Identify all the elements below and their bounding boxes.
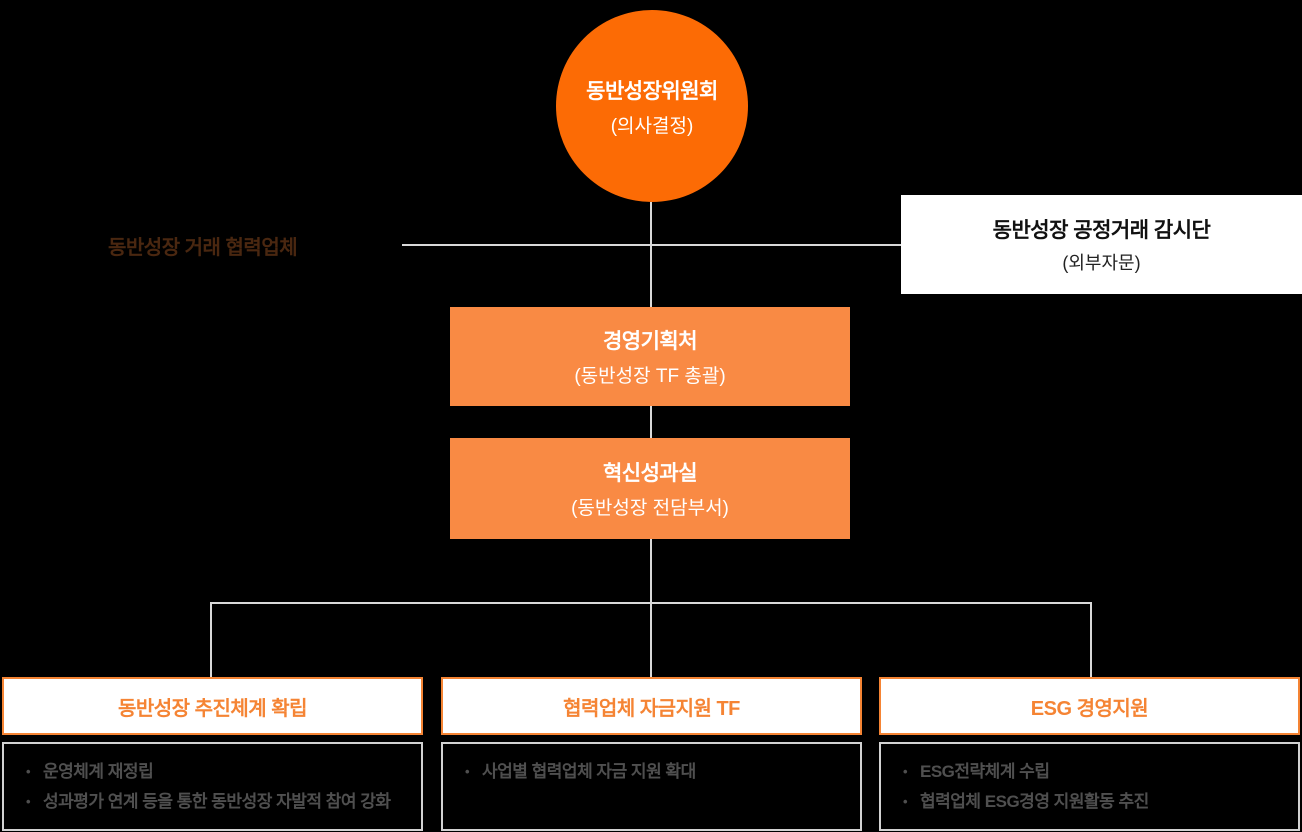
connector-box2-to-branches: [650, 539, 652, 677]
connector-branch-right-drop: [1090, 602, 1092, 677]
innovation-office-title: 혁신성과실: [602, 462, 698, 485]
branch-body-esg-support: ESG전략체계 수립 협력업체 ESG경영 지원활동 추진: [879, 742, 1300, 831]
committee-subtitle: (의사결정): [610, 115, 694, 137]
bullet-list: 사업별 협력업체 자금 지원 확대: [465, 757, 842, 787]
advisory-title: 동반성장 공정거래 감시단: [992, 219, 1211, 242]
bullet-list: 운영체계 재정립 성과평가 연계 등을 통한 동반성장 자발적 참여 강화: [26, 757, 403, 817]
list-item: 성과평가 연계 등을 통한 동반성장 자발적 참여 강화: [26, 787, 403, 817]
connector-box1-to-box2: [650, 406, 652, 438]
advisory-subtitle: (외부자문): [1062, 253, 1141, 273]
branch-body-promotion-system: 운영체계 재정립 성과평가 연계 등을 통한 동반성장 자발적 참여 강화: [2, 742, 423, 831]
list-item: 협력업체 ESG경영 지원활동 추진: [903, 787, 1280, 817]
planning-division-title: 경영기획처: [602, 330, 698, 353]
list-item: ESG전략체계 수립: [903, 757, 1280, 787]
committee-title: 동반성장위원회: [586, 79, 718, 103]
partner-label: 동반성장 거래 협력업체: [108, 237, 298, 259]
planning-division-node: 경영기획처 (동반성장 TF 총괄): [450, 307, 850, 406]
planning-division-subtitle: (동반성장 TF 총괄): [574, 366, 726, 387]
list-item: 운영체계 재정립: [26, 757, 403, 787]
connector-branch-horizontal: [210, 602, 1092, 604]
branch-header-funding-tf: 협력업체 자금지원 TF: [441, 677, 862, 735]
committee-circle-node: 동반성장위원회 (의사결정): [556, 10, 748, 202]
branch-header-promotion-system: 동반성장 추진체계 확립: [2, 677, 423, 735]
innovation-office-subtitle: (동반성장 전담부서): [571, 498, 729, 519]
advisory-box-node: 동반성장 공정거래 감시단 (외부자문): [901, 195, 1302, 294]
list-item: 사업별 협력업체 자금 지원 확대: [465, 757, 842, 787]
innovation-office-node: 혁신성과실 (동반성장 전담부서): [450, 438, 850, 539]
bullet-list: ESG전략체계 수립 협력업체 ESG경영 지원활동 추진: [903, 757, 1280, 817]
connector-label-to-advisory: [402, 244, 901, 246]
connector-circle-to-box1: [650, 202, 652, 307]
branch-body-funding-tf: 사업별 협력업체 자금 지원 확대: [441, 742, 862, 831]
branch-header-esg-support: ESG 경영지원: [879, 677, 1300, 735]
connector-branch-left-drop: [210, 602, 212, 677]
